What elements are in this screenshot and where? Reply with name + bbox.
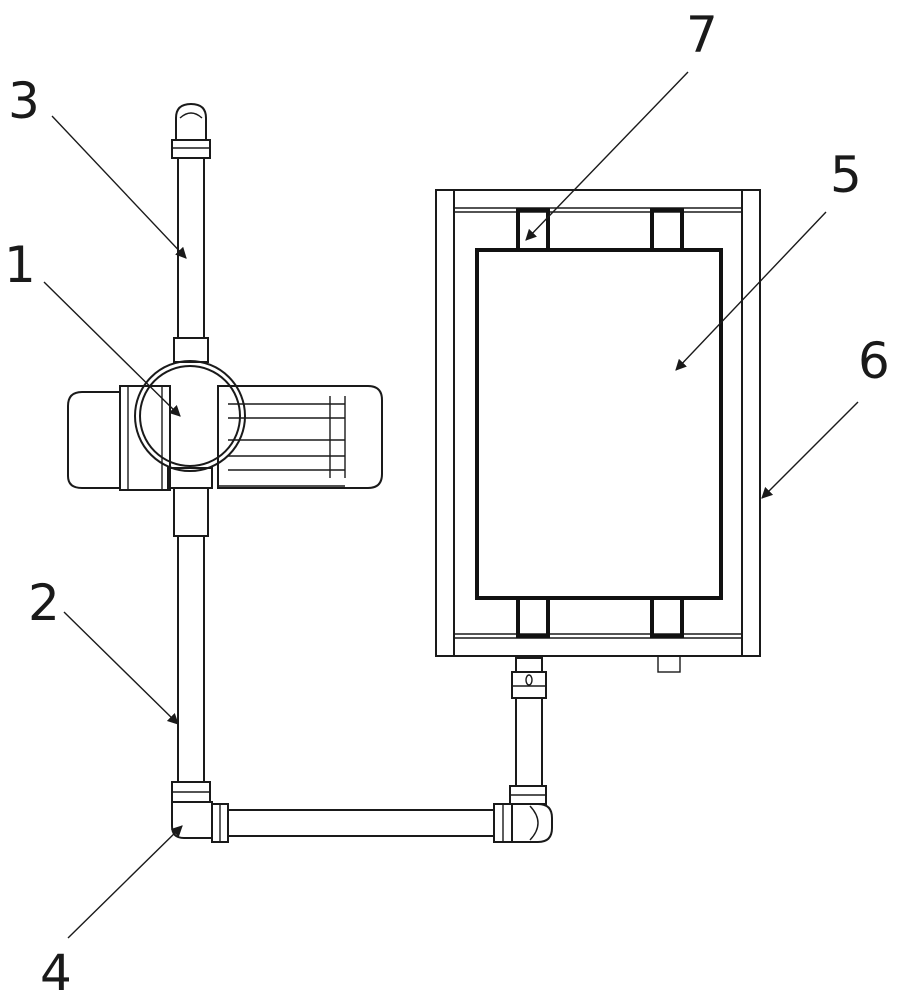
callout-2: 2 xyxy=(28,574,60,632)
callout-4: 4 xyxy=(40,944,72,1000)
leader-lines xyxy=(43,71,859,939)
bracket-bottom-left xyxy=(516,596,550,638)
leader-6 xyxy=(761,401,859,499)
lower-coupler xyxy=(173,487,209,537)
top-cap xyxy=(175,102,207,140)
leader-7 xyxy=(525,71,689,241)
leader-4 xyxy=(67,825,183,939)
callout-7: 7 xyxy=(686,6,718,64)
leader-5 xyxy=(675,211,827,371)
callout-1: 1 xyxy=(4,236,36,294)
connecting-pipe xyxy=(227,657,553,843)
pump-assembly xyxy=(67,102,383,843)
pump-casing-inner xyxy=(139,365,241,467)
top-fitting xyxy=(171,139,211,159)
elbow-fitting xyxy=(171,801,213,839)
bracket-bottom-right xyxy=(650,596,684,638)
callout-5: 5 xyxy=(830,146,862,204)
bracket-top-right xyxy=(650,208,684,252)
callout-6: 6 xyxy=(858,332,890,390)
leader-3 xyxy=(51,115,187,259)
lower-pipe xyxy=(177,535,205,783)
motor-flange-left xyxy=(119,385,171,491)
cabinet-assembly xyxy=(435,189,761,673)
horizontal-pipe xyxy=(227,809,495,837)
pump-casing-outer xyxy=(134,360,246,472)
leader-2 xyxy=(63,611,179,725)
valve-stem xyxy=(515,657,543,673)
motor-end-cap xyxy=(67,391,121,489)
outlet-stub xyxy=(657,655,681,673)
callout-3: 3 xyxy=(8,72,40,130)
leader-1 xyxy=(43,281,181,417)
riser-pipe xyxy=(515,697,543,787)
panel xyxy=(475,248,723,600)
right-elbow xyxy=(511,803,553,843)
bracket-top-left xyxy=(516,208,550,252)
callout-labels: 3 1 2 4 7 5 6 xyxy=(4,6,890,1000)
upper-coupler xyxy=(173,337,209,363)
motor-housing xyxy=(217,385,383,489)
upper-pipe xyxy=(177,157,205,339)
outer-frame xyxy=(435,189,761,657)
